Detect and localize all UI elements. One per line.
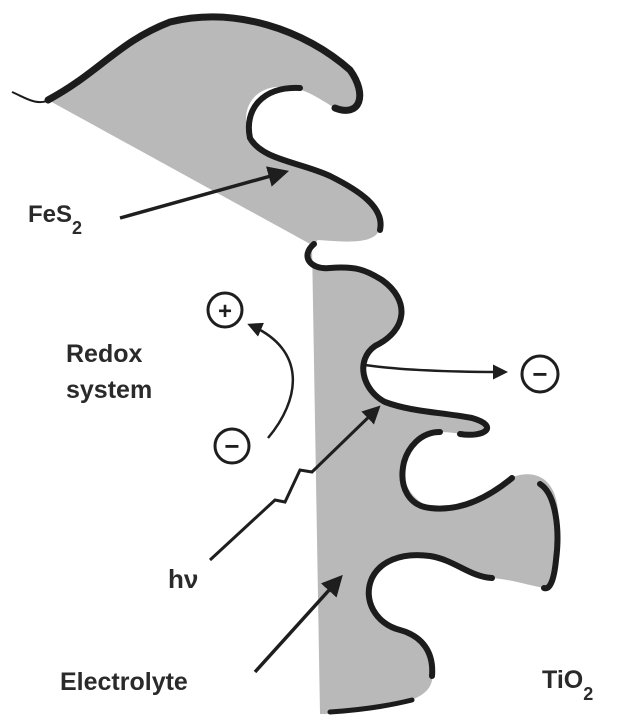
electron-transfer-arrow [365, 365, 505, 372]
tio2-label: TiO2 [542, 666, 593, 704]
fes2-label: FeS2 [28, 201, 82, 238]
oxidation-arrow [250, 325, 293, 438]
redox-label-line2: system [66, 376, 152, 404]
plus-sign: + [218, 298, 232, 325]
minus-sign: − [224, 431, 239, 461]
fes2-label-main: FeS [28, 201, 72, 228]
photon-label: hν [168, 564, 198, 594]
fes2-label-sub: 2 [72, 218, 82, 238]
redox-label-line1: Redox [66, 340, 143, 368]
electrolyte-label: Electrolyte [60, 668, 188, 696]
tio2-label-main: TiO [542, 666, 583, 694]
electron-sign: − [532, 359, 547, 389]
tio2-label-sub: 2 [583, 684, 593, 704]
electrolyte-channel [307, 245, 559, 714]
fes2-edge-lead [12, 92, 50, 102]
